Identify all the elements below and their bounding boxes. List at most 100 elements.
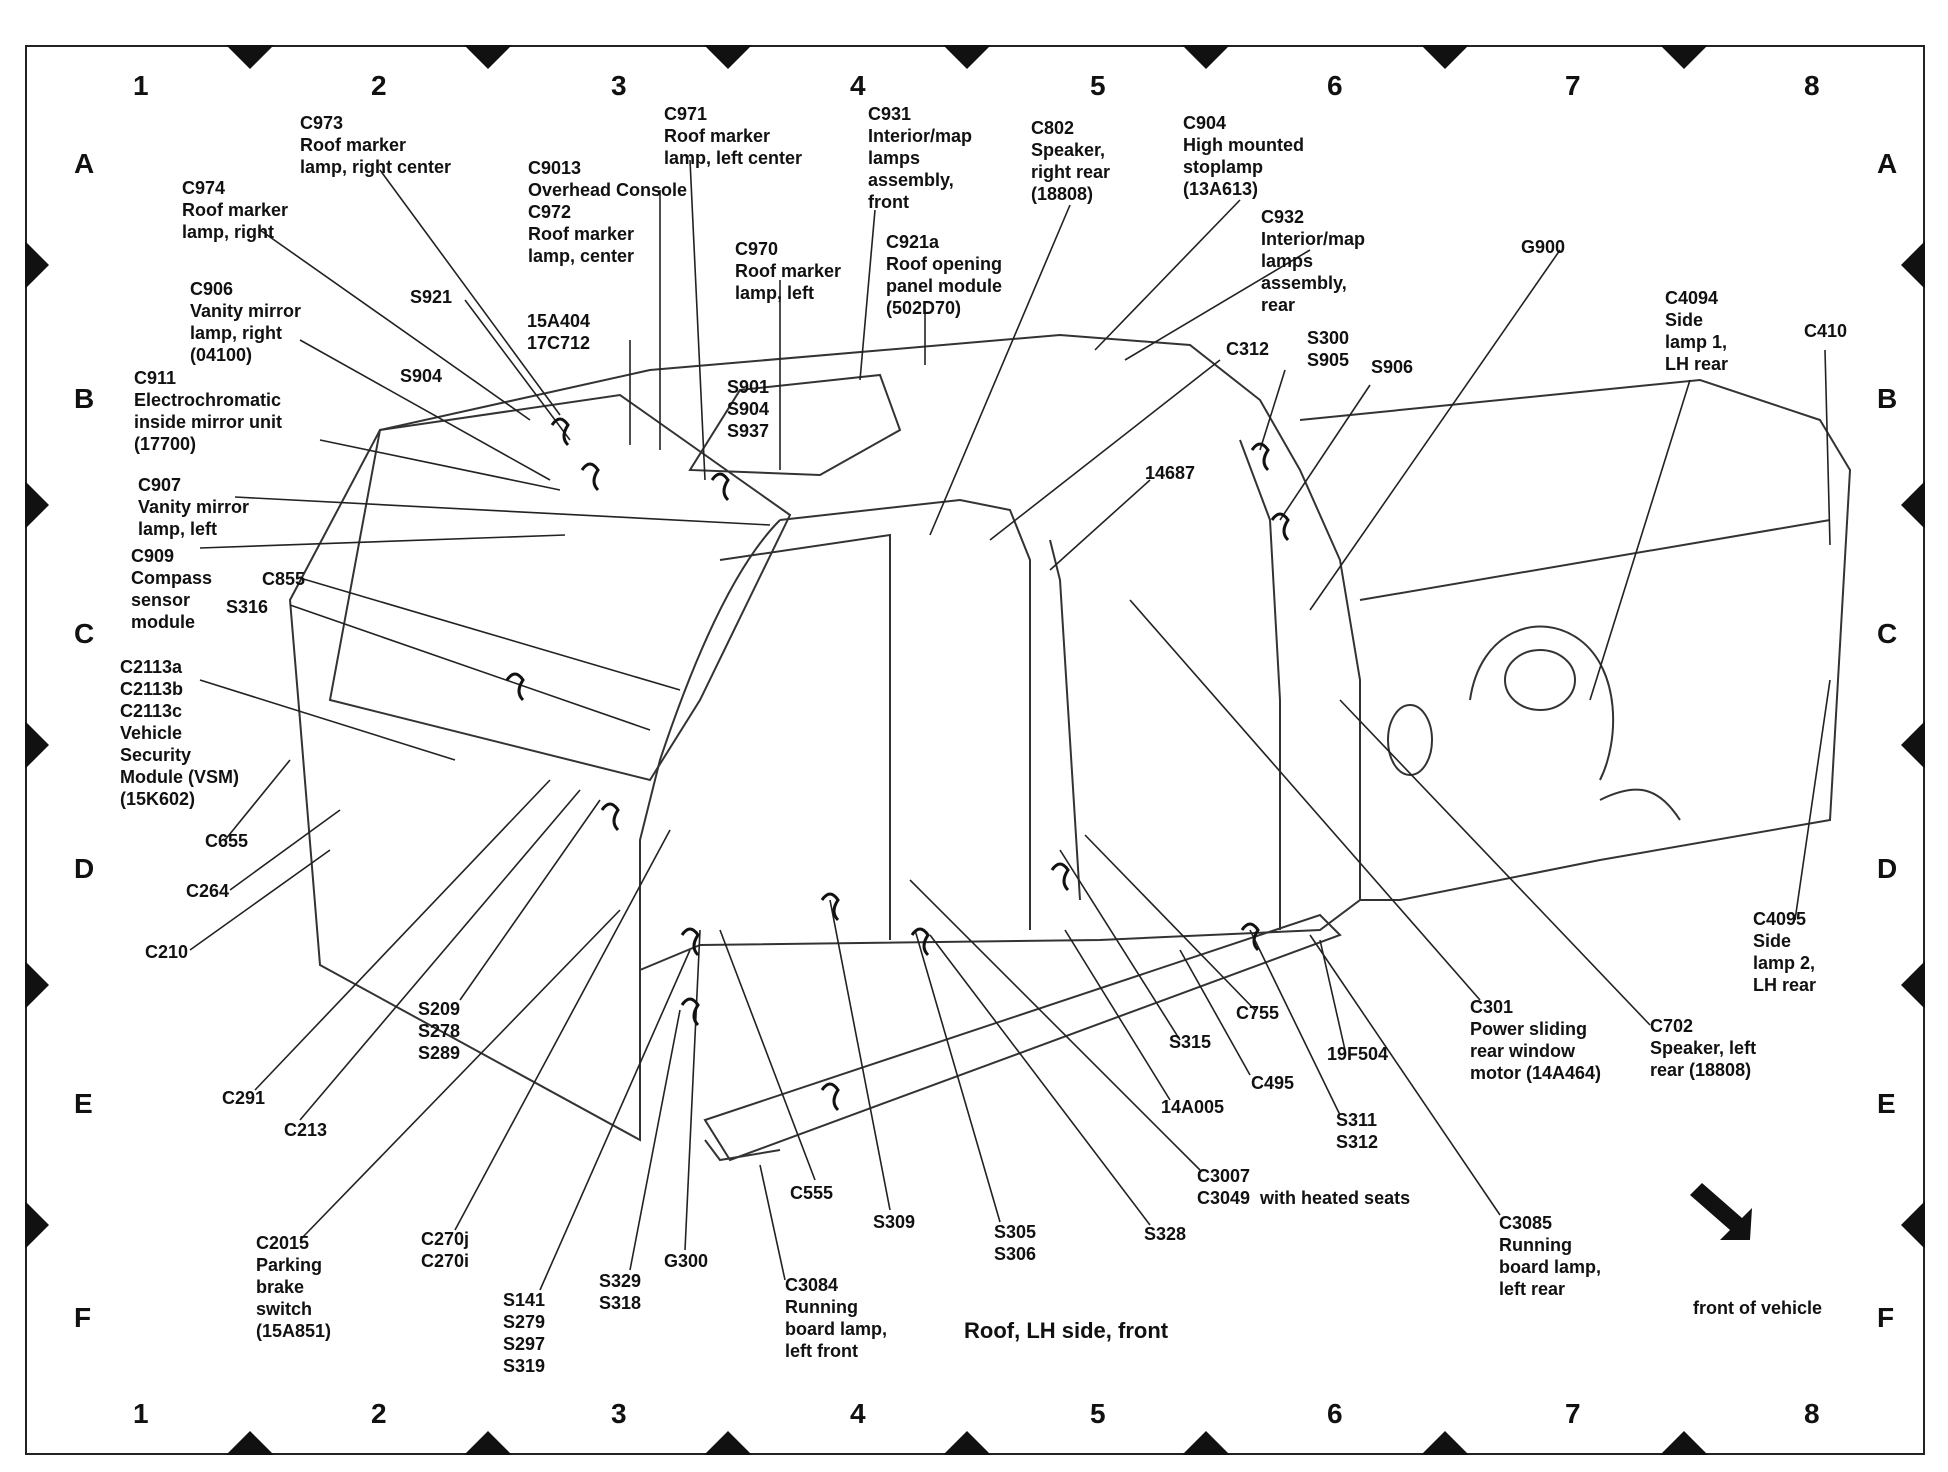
border-registration-mark — [1182, 1431, 1230, 1455]
leader-line — [224, 759, 291, 841]
grid-row-A-left: A — [74, 148, 95, 179]
leader-line — [299, 339, 551, 481]
leader-line — [1094, 199, 1241, 351]
leader-line — [629, 1009, 681, 1271]
border-registration-mark — [1660, 1431, 1708, 1455]
leader-line — [199, 534, 566, 549]
leader-line — [859, 209, 876, 381]
leader-line — [1064, 929, 1171, 1101]
callout-g900: G900 — [1521, 237, 1566, 257]
callout-s921: S921 — [410, 287, 453, 307]
grid-col-6-top: 6 — [1327, 70, 1343, 101]
border-registration-mark — [464, 45, 512, 69]
a-pillar — [639, 519, 781, 1140]
callout-c755: C755 — [1236, 1003, 1280, 1023]
border-registration-mark — [464, 1431, 512, 1455]
callout-c301: C301 Power sliding rear window motor (14… — [1470, 997, 1602, 1083]
border-registration-mark — [226, 45, 274, 69]
leader-line — [299, 577, 681, 691]
leader-line — [1059, 849, 1181, 1041]
connector-symbol — [680, 997, 700, 1027]
sunroof — [688, 373, 902, 477]
leader-line — [1589, 379, 1691, 701]
front-of-vehicle-note: front of vehicle — [1693, 1298, 1823, 1318]
grid-row-A-right: A — [1877, 148, 1898, 179]
callout-c291: C291 — [222, 1088, 266, 1108]
callout-c4095: C4095 Side lamp 2, LH rear — [1753, 909, 1817, 995]
callout-g300: G300 — [664, 1251, 709, 1271]
callout-s329: S329 S318 — [599, 1271, 642, 1313]
leader-line — [1794, 679, 1831, 921]
connector-symbol — [600, 802, 620, 832]
grid-row-C-left: C — [74, 618, 95, 649]
grid-row-E-right: E — [1877, 1088, 1896, 1119]
bed-rail — [1359, 519, 1831, 601]
leader-line — [289, 604, 651, 731]
callout-s141: S141 S279 S297 S319 — [503, 1290, 546, 1376]
leader-line — [929, 204, 1071, 536]
callout-c3007: C3007 C3049 with heated seats — [1197, 1166, 1411, 1208]
connector-symbol — [1270, 512, 1290, 542]
border-registration-mark — [1901, 1201, 1925, 1249]
callout-c410: C410 — [1804, 321, 1848, 341]
border-registration-mark — [1660, 45, 1708, 69]
border-registration-mark — [1421, 45, 1469, 69]
truck-bed — [1299, 378, 1852, 901]
callout-c210: C210 — [145, 942, 189, 962]
leader-line — [1129, 599, 1481, 1001]
front-door-frame — [779, 498, 1031, 930]
callout-14687: 14687 — [1145, 463, 1196, 483]
leader-line — [539, 949, 691, 1291]
callout-c2113: C2113a C2113b C2113c Vehicle Security Mo… — [120, 657, 239, 809]
leader-line — [1124, 249, 1311, 361]
leader-line — [1319, 939, 1346, 1051]
connector-symbol — [680, 927, 700, 957]
grid-col-3-top: 3 — [611, 70, 627, 101]
grid-row-F-right: F — [1877, 1302, 1895, 1333]
connector-symbol — [1250, 442, 1270, 472]
connector-symbol — [1050, 862, 1070, 892]
leader-line — [199, 679, 456, 761]
leader-line — [299, 909, 621, 1241]
callout-s904a: S904 — [400, 366, 443, 386]
front-direction-arrow — [1690, 1183, 1752, 1240]
leader-line — [454, 829, 671, 1231]
leader-line — [254, 779, 551, 1091]
callout-c931: C931 Interior/map lamps assembly, front — [868, 104, 973, 212]
border-registration-mark — [226, 1431, 274, 1455]
grid-row-B-left: B — [74, 383, 95, 414]
leader-line — [1049, 479, 1151, 571]
leader-line — [299, 789, 581, 1121]
border-registration-mark — [25, 241, 49, 289]
leader-line — [189, 849, 331, 951]
connector-symbol — [820, 1082, 840, 1112]
callout-14a005: 14A005 — [1161, 1097, 1225, 1117]
border-registration-mark — [1182, 45, 1230, 69]
leader-line — [459, 799, 601, 1001]
callout-c312: C312 — [1226, 339, 1270, 359]
callout-s309: S309 — [873, 1212, 916, 1232]
grid-col-8-top: 8 — [1804, 70, 1820, 101]
connector-symbol — [505, 672, 525, 702]
callout-15a404: 15A404 17C712 — [527, 311, 591, 353]
grid-col-1-bottom: 1 — [133, 1398, 149, 1429]
grid-col-6-bottom: 6 — [1327, 1398, 1343, 1429]
rear-wheel — [1504, 649, 1576, 711]
callout-c911: C911 Electrochromatic inside mirror unit… — [134, 368, 283, 454]
callout-c213: C213 — [284, 1120, 328, 1140]
grid-col-8-bottom: 8 — [1804, 1398, 1820, 1429]
callout-c270j: C270j C270i — [421, 1229, 470, 1271]
callout-c907: C907 Vanity mirror lamp, left — [138, 475, 250, 539]
grid-row-C-right: C — [1877, 618, 1898, 649]
leader-line — [1084, 834, 1256, 1011]
callout-c932: C932 Interior/map lamps assembly, rear — [1261, 207, 1366, 315]
connector-symbol — [1240, 922, 1260, 952]
callout-s316: S316 — [226, 597, 269, 617]
door-edge — [719, 533, 891, 940]
grid-col-7-bottom: 7 — [1565, 1398, 1581, 1429]
callout-c555: C555 — [790, 1183, 834, 1203]
callout-c970: C970 Roof marker lamp, left — [735, 239, 842, 303]
leader-line — [689, 159, 706, 481]
leader-line — [1279, 384, 1371, 521]
